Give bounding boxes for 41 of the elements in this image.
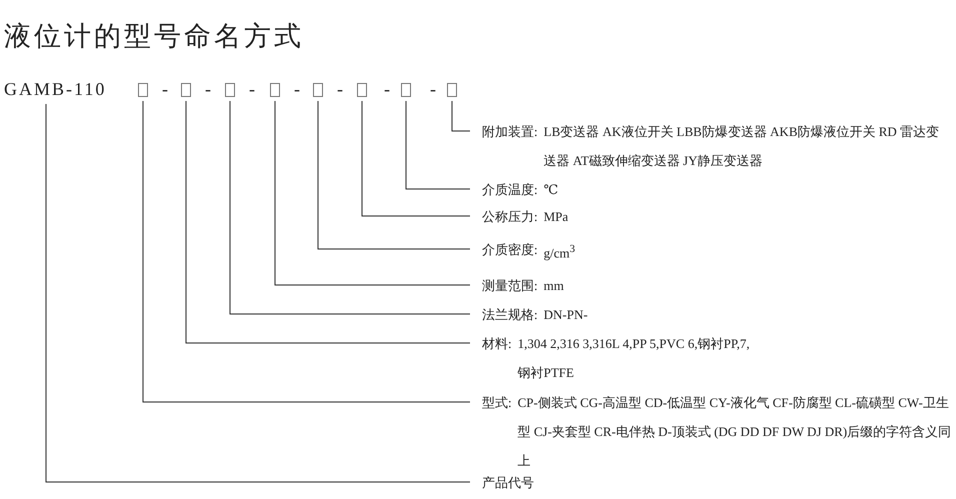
placeholder-box: [225, 83, 235, 97]
separator-dash: -: [430, 78, 438, 100]
leader-line: [186, 100, 470, 344]
separator-dash: -: [384, 78, 392, 100]
placeholder-box: [401, 83, 411, 97]
field-options: ℃: [544, 175, 558, 204]
separator-dash: -: [162, 78, 170, 100]
leader-line: [230, 100, 470, 314]
field-name: 材料:: [482, 335, 512, 353]
field-name: 测量范围:: [482, 277, 538, 295]
field-options: LB变送器 AK液位开关 LBB防爆变送器 AKB防爆液位开关 RD 雷达变送器 AT磁致伸缩变送器 JY静压变送器: [544, 117, 952, 175]
field-name: 法兰规格:: [482, 306, 538, 324]
field-name: 附加装置:: [482, 123, 538, 141]
leader-line: [362, 100, 470, 216]
separator-dash: -: [205, 78, 213, 100]
separator-dash: -: [337, 78, 345, 100]
diagram-title: 液位计的型号命名方式: [4, 20, 304, 53]
placeholder-box: [270, 83, 280, 97]
placeholder-box: [138, 83, 148, 97]
field-options: DN-PN-: [544, 300, 588, 329]
field-name: 介质密度:: [482, 241, 538, 259]
leader-line: [318, 100, 470, 250]
separator-dash: -: [294, 78, 302, 100]
placeholder-box: [181, 83, 191, 97]
field-options: g/cm$^{3}$: [544, 235, 576, 268]
leader-line: [142, 100, 470, 402]
field-options: mm: [544, 271, 564, 300]
leader-line: [274, 100, 470, 286]
field-name: 型式:: [482, 394, 512, 412]
placeholder-box: [447, 83, 457, 97]
leader-line: [406, 100, 470, 190]
product-code: GAMB-110: [4, 78, 106, 100]
field-name: 介质温度:: [482, 181, 538, 199]
field-options: MPa: [544, 202, 568, 231]
separator-dash: -: [249, 78, 257, 100]
leader-line: [46, 104, 470, 482]
placeholder-box: [357, 83, 367, 97]
leader-line: [452, 100, 470, 132]
placeholder-box: [313, 83, 323, 97]
field-options: 1,304 2,316 3,316L 4,PP 5,PVC 6,钢衬PP,7,钢衬PTFE: [518, 329, 752, 387]
field-name: 公称压力:: [482, 208, 538, 226]
